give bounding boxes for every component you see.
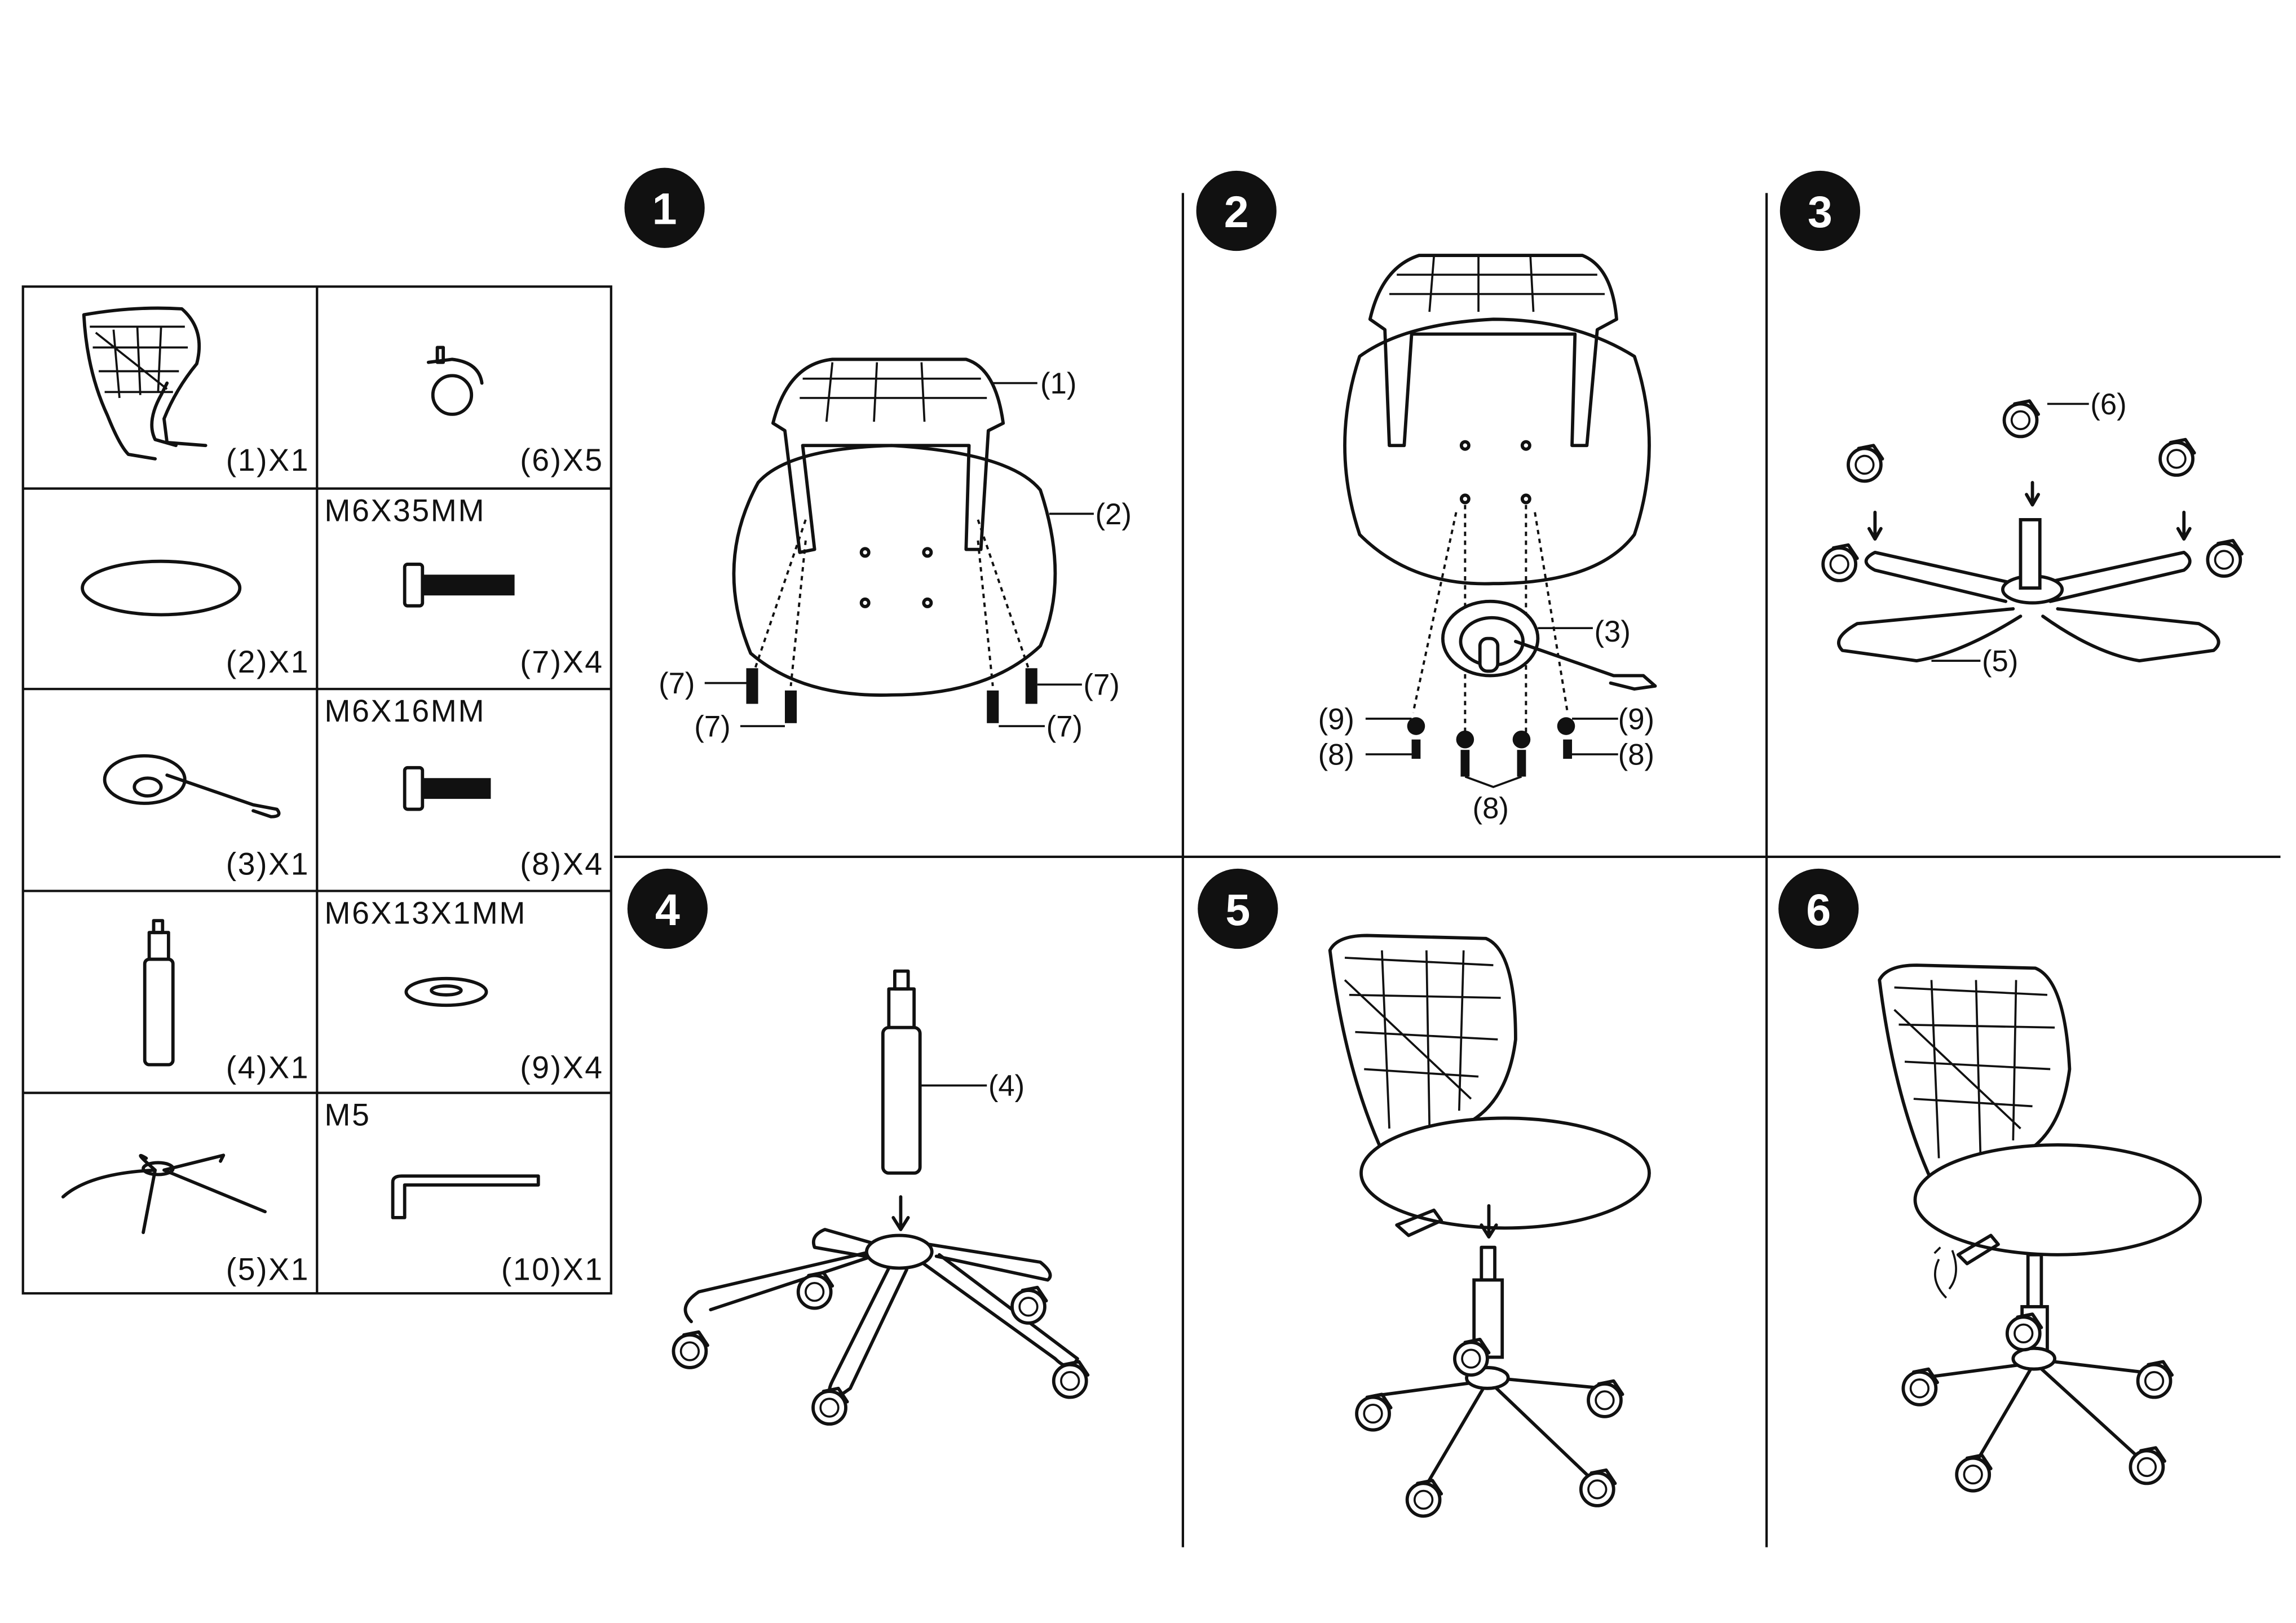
callout-washer: (9) — [1618, 702, 1654, 736]
svg-text:2: 2 — [1224, 187, 1249, 237]
part-9-spec: M6X13X1MM — [324, 895, 527, 930]
step-1-illustration — [704, 357, 1094, 727]
part-10-quantity: (10)X1 — [501, 1252, 604, 1287]
seat-mechanism-part-icon — [103, 754, 281, 819]
svg-text:6: 6 — [1806, 885, 1831, 935]
step-grid-dividers — [614, 193, 2281, 1547]
part-8-spec: M6X16MM — [324, 693, 485, 728]
washer-part-icon — [404, 976, 488, 1007]
step-4-badge: 4 — [627, 868, 708, 949]
svg-text:3: 3 — [1808, 187, 1833, 237]
part-9-quantity: (9)X4 — [520, 1050, 603, 1085]
callout-bolt: (8) — [1318, 738, 1354, 772]
caster-part-icon — [426, 346, 484, 416]
callout-bolt: (7) — [1083, 669, 1119, 702]
part-10-spec: M5 — [324, 1098, 370, 1133]
parts-table: (1)X1 (6)X5 (2)X1 M6X35MM (7)X4 (3)X1 M6… — [21, 285, 612, 1295]
gas-lift-part-icon — [143, 919, 175, 1067]
callout-gas-lift: (4) — [988, 1069, 1025, 1103]
callout-base: (5) — [1982, 645, 2018, 678]
callout-bolt: (7) — [659, 667, 695, 700]
part-5-quantity: (5)X1 — [226, 1252, 310, 1287]
callout-bolt: (7) — [694, 710, 730, 743]
part-7-spec: M6X35MM — [324, 493, 485, 528]
callout-washer: (9) — [1318, 702, 1354, 736]
part-7-quantity: (7)X4 — [520, 644, 603, 679]
callout-caster: (6) — [2090, 388, 2126, 421]
callout-bolt: (8) — [1473, 791, 1509, 825]
allen-key-part-icon — [391, 1174, 540, 1219]
callout-bolt: (8) — [1618, 738, 1654, 772]
step-1-badge: 1 — [624, 167, 705, 248]
step-2-badge: 2 — [1196, 170, 1277, 251]
step-3-badge: 3 — [1780, 170, 1861, 251]
callout-seat: (2) — [1095, 498, 1131, 531]
step-2-illustration — [1343, 254, 1657, 789]
part-4-quantity: (4)X1 — [226, 1050, 310, 1085]
part-6-quantity: (6)X5 — [520, 443, 603, 477]
step-5-illustration — [1328, 934, 1651, 1516]
part-3-quantity: (3)X1 — [226, 846, 310, 881]
svg-text:4: 4 — [655, 885, 680, 935]
callout-bolt: (7) — [1047, 710, 1083, 743]
svg-text:5: 5 — [1225, 885, 1250, 935]
part-2-quantity: (2)X1 — [226, 644, 310, 679]
backrest-part-icon — [82, 306, 207, 461]
bolt-m6x16-icon — [403, 766, 491, 811]
part-1-quantity: (1)X1 — [226, 443, 310, 477]
svg-text:1: 1 — [652, 184, 677, 234]
star-base-part-icon — [61, 1153, 267, 1235]
step-6-badge: 6 — [1778, 868, 1859, 949]
step-6-illustration — [1878, 963, 2202, 1491]
seat-part-icon — [81, 559, 242, 617]
step-3-illustration — [1823, 401, 2242, 663]
callout-backrest: (1) — [1040, 367, 1076, 400]
callout-mechanism: (3) — [1595, 615, 1631, 648]
step-4-illustration — [673, 969, 1088, 1424]
part-8-quantity: (8)X4 — [520, 846, 603, 881]
bolt-m6x35-icon — [403, 563, 515, 608]
step-5-badge: 5 — [1198, 868, 1278, 949]
